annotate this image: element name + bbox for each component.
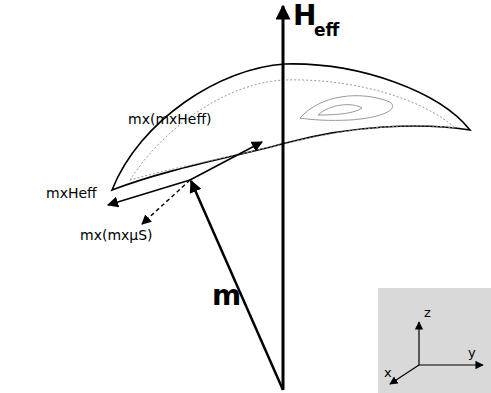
magnetization-label: m	[212, 282, 241, 310]
damping-arrow	[190, 142, 262, 180]
axes-inset	[378, 288, 491, 393]
spin-torque-label: mx(mxμS)	[80, 228, 153, 242]
z-axis	[418, 322, 419, 365]
precession-label: mxHeff	[46, 186, 97, 200]
axis-label: z	[424, 306, 431, 319]
axis-label: x	[384, 366, 392, 379]
field-symbol: H	[293, 2, 316, 30]
inner-trajectory	[318, 105, 362, 115]
field-subscript: eff	[314, 22, 339, 39]
y-axis	[419, 364, 483, 365]
inner-trajectory	[300, 96, 393, 121]
axis-label: y	[468, 346, 476, 359]
trajectory-outline	[112, 64, 470, 190]
spin-torque-arrow	[142, 180, 190, 224]
damping-label: mx(mxHeff)	[128, 112, 212, 126]
precession-arrow	[108, 180, 190, 205]
x-axis	[390, 365, 419, 384]
magnetization-arrow	[191, 181, 283, 390]
inner-trajectory	[130, 80, 455, 180]
field-arrow	[282, 6, 285, 390]
